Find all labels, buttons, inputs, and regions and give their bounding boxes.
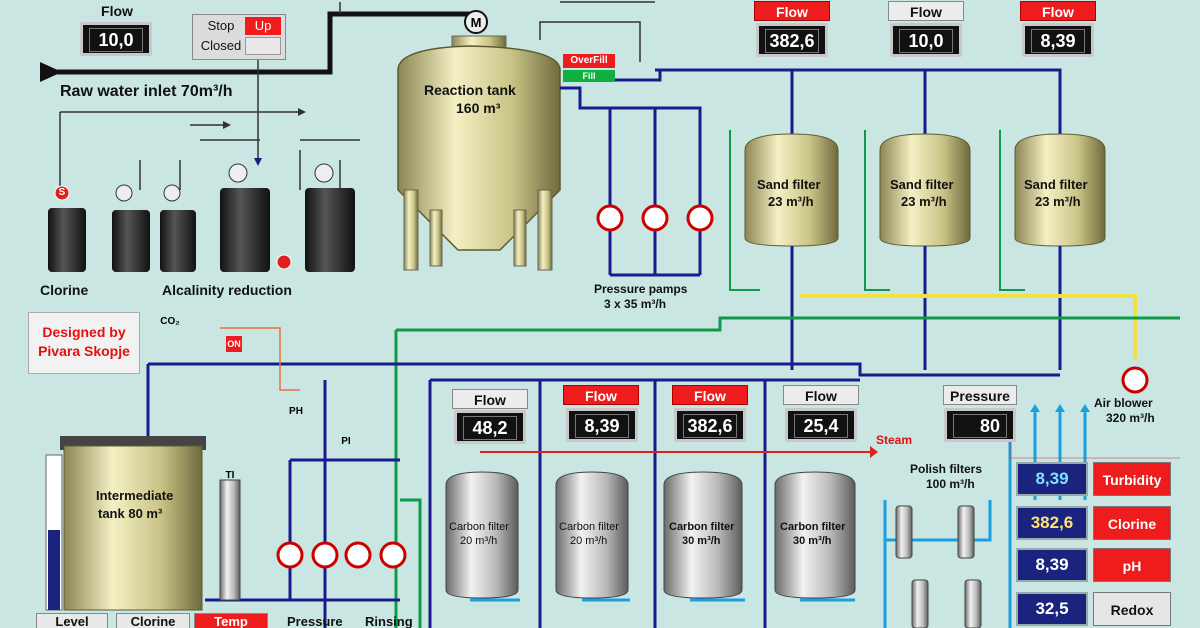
carbon-filter-1-label: Carbon filter — [449, 521, 509, 533]
sand-filter-2-spec: 23 m³/h — [901, 194, 947, 209]
polish-filters-label: Polish filters — [910, 462, 983, 476]
sand-flow-value-1: 382,6 — [765, 29, 819, 53]
sand-flow-title-1: Flow — [754, 1, 830, 21]
ti-indicator: TI — [225, 470, 235, 481]
ph-button[interactable]: pH — [1093, 548, 1171, 582]
pressure-pump-group — [560, 68, 1062, 277]
sand-filter-1-spec: 23 m³/h — [768, 194, 814, 209]
clorine-button[interactable]: Clorine — [1093, 506, 1171, 540]
dosing-tanks — [48, 163, 355, 272]
reaction-tank-capacity: 160 m³ — [456, 100, 501, 116]
pressure-value: 80 — [953, 414, 1007, 438]
carbon-flow-display-4: 25,4 — [785, 408, 857, 442]
carbon-flow-value-3: 382,6 — [683, 414, 737, 438]
carbon-filter-3-label: Carbon filter — [669, 521, 735, 533]
ph-value: 8,39 — [1016, 548, 1088, 582]
air-blower-label: Air blower — [1094, 396, 1153, 410]
sand-flow-display-3: 8,39 — [1022, 23, 1094, 57]
carbon-flow-value-4: 25,4 — [794, 414, 848, 438]
co2-on-indicator[interactable]: ON — [226, 336, 242, 352]
polish-filter-group — [883, 404, 1180, 628]
carbon-flow-display-1: 48,2 — [454, 410, 526, 444]
intermediate-tank-capacity: tank 80 m³ — [98, 506, 163, 521]
intermediate-tank-label: Intermediate — [96, 488, 174, 503]
carbon-flow-title-4: Flow — [783, 385, 859, 405]
closed-indicator — [245, 37, 281, 55]
carbon-flow-title-2: Flow — [563, 385, 639, 405]
tab-temp[interactable]: Temp — [194, 613, 268, 628]
carbon-filter-4-label: Carbon filter — [780, 521, 846, 533]
tab-level[interactable]: Level — [36, 613, 108, 628]
sand-filter-vessels — [394, 130, 1180, 628]
sand-filter-3-spec: 23 m³/h — [1035, 194, 1081, 209]
bottom-pressure-label: Pressure — [287, 614, 343, 628]
air-blower-spec: 320 m³/h — [1106, 411, 1155, 425]
raw-water-inlet-label: Raw water inlet 70m³/h — [60, 83, 233, 100]
lower-pipework — [146, 327, 1060, 628]
carbon-flow-display-2: 8,39 — [566, 408, 638, 442]
carbon-flow-title-3: Flow — [672, 385, 748, 405]
sand-flow-display-2: 10,0 — [890, 23, 962, 57]
inlet-flow-title: Flow — [101, 3, 133, 19]
s-indicator: S — [58, 187, 66, 198]
redox-value: 32,5 — [1016, 592, 1088, 626]
carbon-filter-3-spec: 30 m³/h — [682, 535, 721, 547]
carbon-filter-2-spec: 20 m³/h — [570, 535, 608, 547]
pi-indicator: PI — [341, 436, 351, 447]
closed-label: Closed — [200, 38, 242, 53]
pressure-title: Pressure — [943, 385, 1017, 405]
inlet-flow-value: 10,0 — [89, 28, 143, 52]
sand-filter-2-label: Sand filter — [890, 177, 954, 192]
co2-label: CO₂ — [160, 316, 180, 327]
valve-status-box: Stop Up Closed — [192, 14, 286, 60]
ph-indicator: PH — [289, 406, 303, 417]
tab-clorine[interactable]: Clorine — [116, 613, 190, 628]
pressure-pumps-spec: 3 x 35 m³/h — [604, 297, 667, 311]
turbidity-value: 8,39 — [1016, 462, 1088, 496]
stop-label: Stop — [207, 18, 235, 33]
overfill-indicator: OverFill — [563, 54, 615, 68]
carbon-filter-vessels — [445, 471, 856, 602]
designer-credit: Designed by Pivara Skopje — [28, 312, 140, 374]
carbon-filter-4-spec: 30 m³/h — [793, 535, 832, 547]
reaction-tank-label: Reaction tank — [424, 82, 516, 98]
alcalinity-reduction-label: Alcalinity reduction — [162, 282, 292, 298]
sand-filter-1-label: Sand filter — [757, 177, 821, 192]
credit-line-1: Designed by — [42, 324, 126, 340]
clorine-value: 382,6 — [1016, 506, 1088, 540]
redox-button[interactable]: Redox — [1093, 592, 1171, 626]
fill-indicator: Fill — [563, 70, 615, 82]
sand-flow-title-3: Flow — [1020, 1, 1096, 21]
carbon-flow-title-1: Flow — [452, 389, 528, 409]
sand-flow-value-2: 10,0 — [899, 29, 953, 53]
motor-icon: M — [470, 15, 482, 30]
sand-filter-3-label: Sand filter — [1024, 177, 1088, 192]
up-button[interactable]: Up — [245, 17, 281, 35]
pressure-display: 80 — [944, 408, 1016, 442]
carbon-flow-value-1: 48,2 — [463, 416, 517, 440]
steam-label: Steam — [876, 433, 913, 447]
carbon-flow-display-3: 382,6 — [674, 408, 746, 442]
pressure-pumps-label: Pressure pamps — [594, 282, 688, 296]
sand-flow-display-1: 382,6 — [756, 23, 828, 57]
reaction-tank-vessel — [397, 10, 561, 271]
clorine-label: Clorine — [40, 282, 89, 298]
sand-flow-value-3: 8,39 — [1031, 29, 1085, 53]
carbon-filter-2-label: Carbon filter — [559, 521, 619, 533]
carbon-filter-1-spec: 20 m³/h — [460, 535, 498, 547]
sand-flow-title-2: Flow — [888, 1, 964, 21]
turbidity-button[interactable]: Turbidity — [1093, 462, 1171, 496]
intermediate-tank-vessel — [45, 436, 206, 611]
carbon-flow-value-2: 8,39 — [575, 414, 629, 438]
inlet-flow-display: 10,0 — [80, 22, 152, 56]
credit-line-2: Pivara Skopje — [38, 343, 130, 359]
bottom-rinsing-label: Rinsing — [365, 614, 413, 628]
polish-filters-spec: 100 m³/h — [926, 477, 975, 491]
